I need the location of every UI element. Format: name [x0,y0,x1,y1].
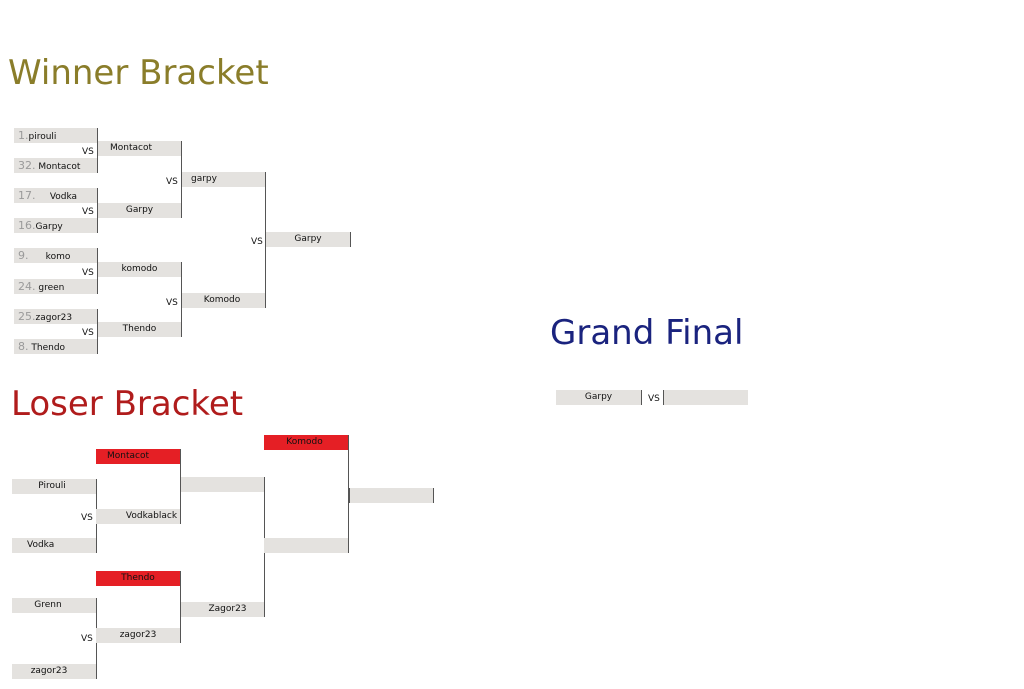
winner-r1-slot-6[interactable]: 24. green [14,279,98,294]
winner-r1-slot-1[interactable]: 1.pirouli [14,128,98,143]
winner-r2-slot-1[interactable]: Montacot [98,141,182,156]
loser-r2-slot-2[interactable]: Vodkablack [96,509,181,524]
connector-line [180,449,181,524]
winner-r1-slot-8[interactable]: 8. Thendo [14,339,98,354]
winner-r3-slot-1[interactable]: garpy [182,172,266,187]
loser-r4-slot-1[interactable]: Komodo [264,435,349,450]
vs-label: VS [82,147,94,157]
player-name: komo [45,252,71,262]
winner-r1-slot-3[interactable]: 17. Vodka [14,188,98,203]
seed-label: 25. [18,310,36,323]
connector-line [181,141,182,218]
grand-final-player-2[interactable] [663,390,748,405]
player-name: Thendo [31,343,66,353]
connector-line [265,172,266,308]
winner-r2-slot-2[interactable]: Garpy [98,203,182,218]
seed-label: 24. [18,280,36,293]
connector-line [180,571,181,643]
seed-label: 9. [18,249,29,262]
connector-line [97,309,98,353]
loser-r3-slot-2[interactable]: Zagor23 [181,602,265,617]
grand-final-player-1[interactable]: Garpy [556,390,642,405]
loser-bracket-title: Loser Bracket [11,384,244,424]
loser-r2-slot-4[interactable]: zagor23 [96,628,181,643]
loser-r4-slot-2[interactable] [264,538,349,553]
connector-line [97,128,98,172]
winner-r1-slot-5[interactable]: 9. komo [14,248,98,263]
seed-label: 16. [18,219,36,232]
loser-r2-slot-1[interactable]: Montacot [96,449,181,464]
loser-r1-slot-2[interactable]: Vodka [12,538,97,553]
vs-label: VS [251,237,263,247]
vs-label: VS [166,177,178,187]
vs-label: VS [648,394,660,404]
grand-final-title: Grand Final [550,313,744,353]
winner-r1-slot-2[interactable]: 32. Montacot [14,158,98,173]
player-name: green [38,283,65,293]
winner-r3-slot-2[interactable]: Komodo [182,293,266,308]
player-name: Garpy [35,222,63,232]
vs-label: VS [166,298,178,308]
player-name: zagor23 [35,313,73,323]
player-name: pirouli [28,132,57,142]
winner-r4-slot-1[interactable]: Garpy [266,232,351,247]
player-name: Vodka [49,192,78,202]
winner-r2-slot-3[interactable]: komodo [98,262,182,277]
vs-label: VS [82,328,94,338]
seed-label: 17. [18,189,36,202]
loser-r1-slot-3[interactable]: Grenn [12,598,97,613]
loser-r1-slot-1[interactable]: Pirouli [12,479,97,494]
connector-line [97,188,98,232]
vs-label: VS [81,634,93,644]
winner-bracket-title: Winner Bracket [8,53,269,93]
connector-line [97,248,98,293]
vs-label: VS [82,207,94,217]
loser-r3-slot-1[interactable] [181,477,265,492]
vs-label: VS [81,513,93,523]
winner-r1-slot-4[interactable]: 16.Garpy [14,218,98,233]
winner-r2-slot-4[interactable]: Thendo [98,322,182,337]
connector-line [348,435,349,553]
connector-line [181,262,182,337]
player-name: Montacot [38,162,81,172]
seed-label: 1. [18,129,29,142]
loser-r2-slot-3[interactable]: Thendo [96,571,181,586]
vs-label: VS [82,268,94,278]
seed-label: 32. [18,159,36,172]
seed-label: 8. [18,340,29,353]
winner-r1-slot-7[interactable]: 25.zagor23 [14,309,98,324]
loser-r1-slot-4[interactable]: zagor23 [12,664,97,679]
loser-r5-slot-1[interactable] [349,488,434,503]
